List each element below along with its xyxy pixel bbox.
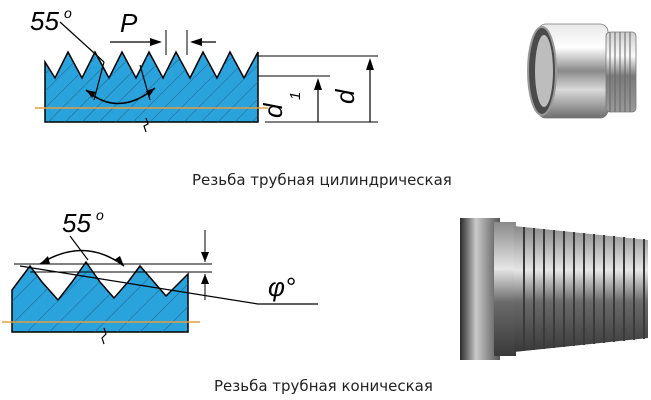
svg-text:o: o (96, 207, 104, 223)
inner-diameter-label: d (258, 102, 288, 118)
cylindrical-fitting-photo (527, 23, 637, 119)
outer-diameter-label: d (330, 88, 360, 104)
cylindrical-angle-label: 55 (30, 6, 59, 36)
pitch-label: P (120, 8, 138, 38)
conical-angle-label: 55 (62, 208, 91, 238)
inner-diameter-subscript: 1 (287, 92, 304, 100)
cylindrical-caption: Резьба трубная цилиндрическая (192, 171, 452, 189)
svg-text:o: o (64, 5, 72, 21)
conical-thread-photo (460, 218, 648, 360)
conical-thread-diagram: 55 o φ° (2, 207, 318, 345)
cylindrical-thread-diagram: 55 o P d 1 d (30, 5, 378, 133)
conical-caption: Резьба трубная коническая (214, 377, 433, 395)
taper-angle-label: φ° (268, 272, 295, 302)
